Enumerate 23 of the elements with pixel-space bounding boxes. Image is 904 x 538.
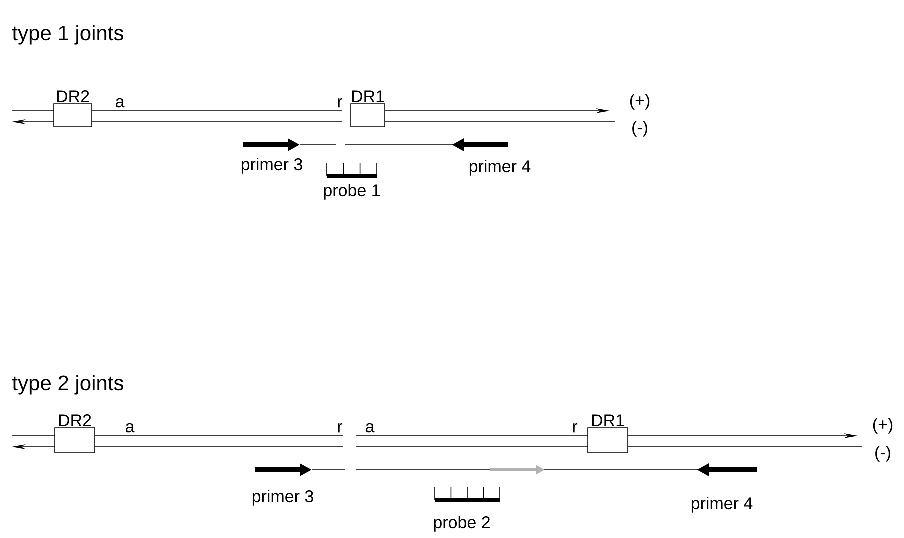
repeat-box: DR1 xyxy=(588,414,628,454)
node-label: DR2 xyxy=(57,90,90,102)
node-label: DR2 xyxy=(59,414,92,426)
primer-label: primer 3 xyxy=(252,490,314,506)
node-label: DR1 xyxy=(352,90,384,102)
strand-sign: (+) xyxy=(630,94,650,110)
strand-sign: (+) xyxy=(873,418,893,434)
node-label: DR1 xyxy=(592,414,624,426)
probe-label: probe 2 xyxy=(434,516,490,532)
strand-sign: (-) xyxy=(632,121,648,137)
primer-label: primer 4 xyxy=(470,160,531,176)
primer-label: primer 4 xyxy=(692,497,753,513)
site-letter: a xyxy=(116,98,125,108)
repeat-box: DR2 xyxy=(54,414,96,454)
strand-sign: (-) xyxy=(876,446,890,462)
site-letter: r xyxy=(338,98,343,108)
probe-label: probe 1 xyxy=(324,184,380,200)
repeat-box: DR2 xyxy=(54,90,92,128)
repeat-box: DR1 xyxy=(350,90,386,128)
site-letter: r xyxy=(338,423,343,433)
site-letter: a xyxy=(126,423,135,433)
site-letter: a xyxy=(366,423,375,433)
site-letter: r xyxy=(573,423,578,433)
